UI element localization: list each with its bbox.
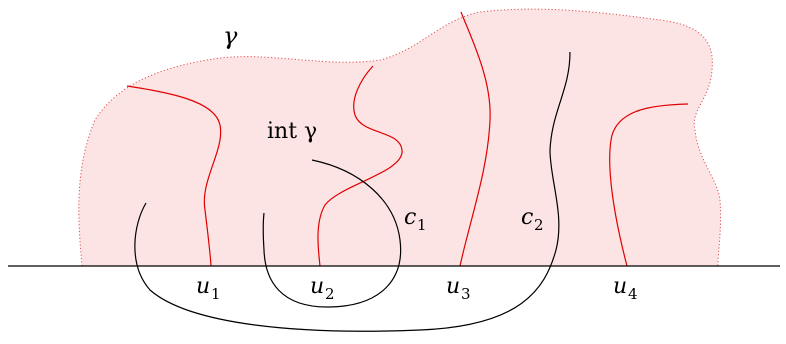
label-c2: c 2 — [521, 205, 544, 234]
label-u1: u 1 — [196, 274, 221, 303]
red-curve-u4 — [609, 103, 689, 267]
svg-text:c: c — [404, 205, 416, 230]
svg-text:c: c — [521, 205, 533, 230]
svg-text:4: 4 — [628, 285, 638, 303]
svg-text:2: 2 — [534, 216, 544, 234]
red-curve-u1 — [126, 85, 222, 267]
label-c1: c 1 — [404, 205, 427, 234]
curve-gamma-boundary — [78, 8, 722, 267]
svg-text:u: u — [310, 274, 324, 299]
svg-text:3: 3 — [461, 285, 471, 303]
curve-c1 — [262, 159, 402, 308]
svg-text:u: u — [446, 274, 460, 299]
label-u3: u 3 — [446, 274, 471, 303]
svg-text:u: u — [196, 274, 210, 299]
svg-text:u: u — [613, 274, 627, 299]
label-int-gamma: int γ — [267, 119, 317, 144]
red-curve-u3 — [459, 11, 491, 267]
label-u4: u 4 — [613, 274, 638, 303]
label-u2: u 2 — [310, 274, 335, 303]
red-curve-u2 — [317, 65, 403, 267]
curve-c2 — [134, 51, 571, 332]
region-int-gamma — [78, 9, 721, 266]
svg-text:1: 1 — [417, 216, 427, 234]
svg-text:1: 1 — [211, 285, 221, 303]
label-gamma: γ — [223, 22, 238, 50]
svg-text:2: 2 — [325, 285, 335, 303]
